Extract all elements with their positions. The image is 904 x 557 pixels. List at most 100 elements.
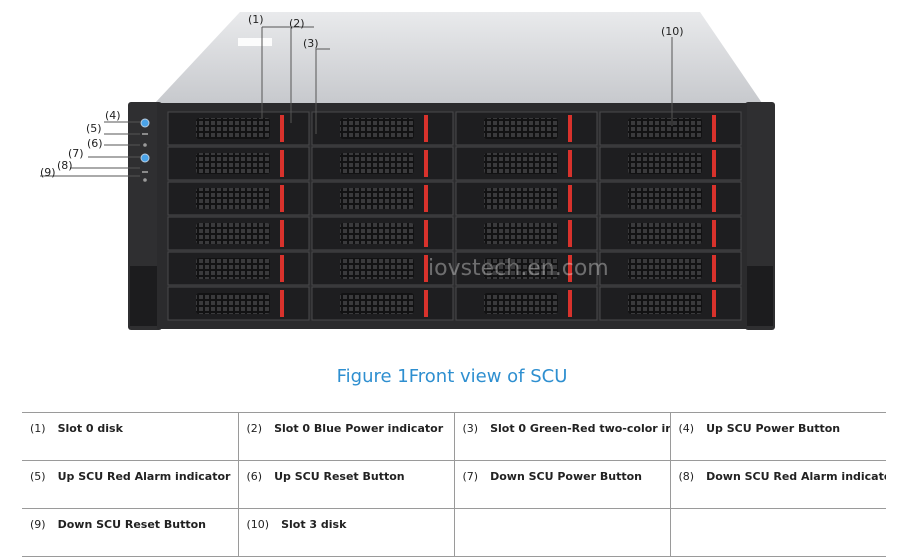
drive-latch-accent	[712, 290, 716, 317]
drive-latch-accent	[712, 115, 716, 142]
drive-bays	[167, 111, 742, 321]
drive-latch-accent	[280, 290, 284, 317]
drive-vent	[196, 223, 270, 244]
legend-label: Up SCU Red Alarm indicator	[57, 470, 231, 483]
drive-vent	[484, 258, 558, 279]
legend-label: Slot 0 disk	[57, 422, 123, 435]
drive-vent	[196, 153, 270, 174]
drive-vent	[340, 153, 414, 174]
drive-latch-accent	[712, 220, 716, 247]
drive-vent	[484, 118, 558, 139]
legend-cell: (8) Down SCU Red Alarm indicator	[669, 460, 886, 509]
drive-tray-r3-c0	[167, 216, 310, 251]
callout-3: (3)	[303, 37, 319, 50]
drive-vent	[484, 153, 558, 174]
legend-cell: (1) Slot 0 disk	[22, 412, 238, 461]
callout-5: (5)	[86, 122, 102, 135]
legend-number: (9)	[30, 518, 46, 531]
up-reset-button	[143, 143, 147, 147]
legend-label: Down SCU Red Alarm indicator	[706, 470, 886, 483]
legend-table: (1) Slot 0 disk (2) Slot 0 Blue Power indic…	[22, 412, 886, 557]
drive-vent	[628, 118, 702, 139]
legend-cell: (6) Up SCU Reset Button	[237, 460, 454, 509]
legend-number: (7)	[462, 470, 479, 483]
drive-vent	[340, 223, 414, 244]
drive-latch-accent	[280, 220, 284, 247]
callout-8: (8)	[57, 159, 73, 172]
down-power-button	[140, 153, 150, 163]
drive-vent	[484, 223, 558, 244]
drive-latch-accent	[568, 115, 572, 142]
legend-label: Down SCU Reset Button	[57, 518, 207, 531]
drive-latch-accent	[424, 220, 428, 247]
drive-latch-accent	[712, 150, 716, 177]
callout-10: (10)	[661, 25, 684, 38]
drive-vent	[628, 258, 702, 279]
legend-label: Down SCU Power Button	[490, 470, 642, 483]
drive-latch-accent	[280, 255, 284, 282]
figure-caption: Figure 1Front view of SCU	[336, 366, 568, 387]
drive-latch-accent	[280, 115, 284, 142]
legend-number: (3)	[462, 422, 479, 435]
drive-vent	[484, 293, 558, 314]
legend-cell: (4) Up SCU Power Button	[669, 412, 886, 461]
server-front-view-figure: iovstech.en.com (1) (2) (3) (4) (5) (6) …	[40, 12, 775, 330]
callout-4: (4)	[105, 109, 121, 122]
legend-label: Slot 0 Green-Red two-color indicator	[490, 422, 670, 435]
callout-9: (9)	[40, 166, 56, 179]
drive-latch-accent	[568, 255, 572, 282]
legend-number: (8)	[678, 470, 695, 483]
drive-latch-accent	[424, 255, 428, 282]
callout-2: (2)	[289, 17, 305, 30]
drive-latch-accent	[424, 185, 428, 212]
down-alarm-indicator	[142, 171, 148, 173]
drive-tray-r0-c2	[455, 111, 598, 146]
drive-vent	[628, 223, 702, 244]
drive-latch-accent	[568, 185, 572, 212]
legend-cell: (3) Slot 0 Green-Red two-color indicator	[453, 412, 670, 461]
drive-vent	[196, 258, 270, 279]
drive-latch-accent	[568, 290, 572, 317]
drive-vent	[628, 153, 702, 174]
drive-vent	[340, 118, 414, 139]
watermark: iovstech.en.com	[428, 256, 609, 281]
up-alarm-indicator	[142, 133, 148, 135]
legend-label: Slot 3 disk	[281, 518, 347, 531]
drive-vent	[196, 188, 270, 209]
legend-cell: (5) Up SCU Red Alarm indicator	[22, 460, 238, 509]
legend-number: (2)	[246, 422, 263, 435]
legend-label: Up SCU Power Button	[706, 422, 841, 435]
callout-6: (6)	[87, 137, 103, 150]
drive-vent	[340, 258, 414, 279]
legend-number: (5)	[30, 470, 46, 483]
legend-cell: (2) Slot 0 Blue Power indicator	[237, 412, 454, 461]
drive-vent	[340, 188, 414, 209]
legend-row: (1) Slot 0 disk (2) Slot 0 Blue Power indic…	[22, 412, 886, 461]
drive-latch-accent	[424, 150, 428, 177]
legend-label: Up SCU Reset Button	[274, 470, 405, 483]
drive-vent	[484, 188, 558, 209]
drive-latch-accent	[568, 150, 572, 177]
legend-number: (1)	[30, 422, 46, 435]
drive-latch-accent	[280, 185, 284, 212]
legend-number: (6)	[246, 470, 263, 483]
drive-latch-accent	[424, 290, 428, 317]
top-cover-label	[238, 38, 272, 46]
drive-vent	[628, 188, 702, 209]
drive-latch-accent	[712, 255, 716, 282]
legend-label: Slot 0 Blue Power indicator	[274, 422, 444, 435]
drive-latch-accent	[424, 115, 428, 142]
down-reset-button	[143, 178, 147, 182]
drive-latch-accent	[568, 220, 572, 247]
chassis-top-cover	[155, 12, 762, 103]
legend-number: (10)	[246, 518, 270, 531]
drive-latch-accent	[280, 150, 284, 177]
legend-number: (4)	[678, 422, 695, 435]
legend-cell: (7) Down SCU Power Button	[453, 460, 670, 509]
callout-lines	[40, 26, 673, 177]
up-power-button	[140, 118, 150, 128]
drive-vent	[628, 293, 702, 314]
callout-7: (7)	[68, 147, 84, 160]
drive-vent	[196, 293, 270, 314]
drive-vent	[196, 118, 270, 139]
